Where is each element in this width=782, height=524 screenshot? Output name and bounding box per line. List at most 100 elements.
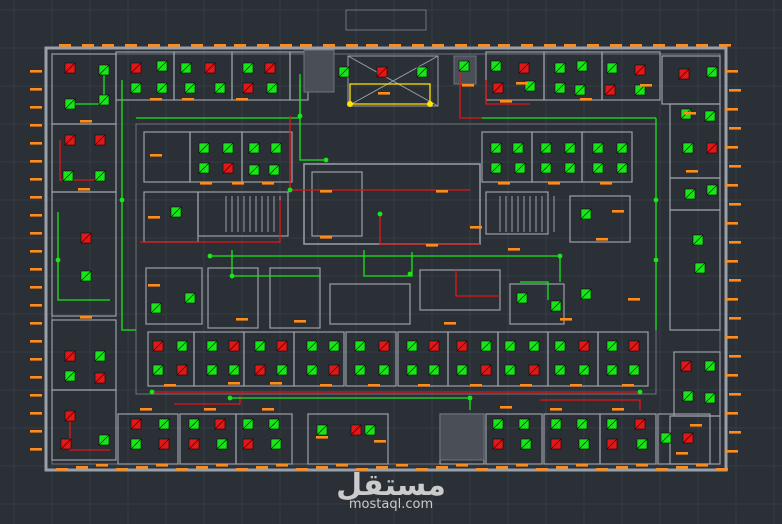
tag-label-orange [30,160,42,163]
room-outline [485,191,549,235]
tag-label-orange [676,452,688,455]
fixture-diagonal [98,434,110,446]
circuit-wire-green [57,212,110,301]
junction-dot [149,389,155,395]
tag-label-orange [716,468,728,471]
fixture-diagonal [554,62,566,74]
tag-label-orange [548,182,560,185]
tag-label-orange [378,92,390,95]
tag-label-orange [191,44,203,47]
room-outline [597,331,649,387]
fixture-diagonal [354,364,366,376]
room-outline [179,413,237,465]
tag-label-orange [726,222,738,225]
tag-label-orange [262,408,274,411]
tag-label-orange [729,89,741,92]
tag-label-orange [30,448,42,451]
tag-label-orange [550,408,562,411]
circuit-wire-red [459,70,482,119]
tag-label-orange [455,44,467,47]
tag-label-orange [600,182,612,185]
annotation-tags [30,44,741,471]
fixture-diagonal [682,432,694,444]
junction-dot [229,273,235,279]
tag-label-orange [500,406,512,409]
fixture-diagonal [592,142,604,154]
tag-label-orange [234,44,246,47]
tag-label-orange [150,98,162,101]
tag-label-orange [148,44,160,47]
junction-dot-yellow [347,101,353,107]
fixture-diagonal [158,418,170,430]
junction-dot-yellow [427,101,433,107]
fixture-diagonal [416,66,428,78]
junction-dot [119,197,125,203]
service-block [439,413,485,461]
tag-label-orange [418,384,430,387]
tag-label-orange [544,44,556,47]
tag-label-orange [82,44,94,47]
fixture-diagonal [152,340,164,352]
tag-label-orange [726,374,738,377]
fixture-diagonal [660,432,672,444]
fixture-diagonal [504,340,516,352]
tag-label-orange [30,88,42,91]
tag-label-orange [200,182,212,185]
tag-label-orange [140,408,152,411]
fixture-diagonal [328,340,340,352]
fixture-diagonal [60,438,72,450]
fixture-diagonal [684,188,696,200]
fixture-diagonal [406,364,418,376]
fixture-diagonal [528,340,540,352]
fixture-diagonal [268,418,280,430]
fixture-diagonal [606,364,618,376]
circuit-wire-red [379,214,480,245]
tag-label-orange [729,393,741,396]
fixture-diagonal [540,142,552,154]
title-block [345,9,427,31]
fixture-diagonal [456,340,468,352]
tag-label-orange [276,464,288,467]
tag-label-orange [726,184,738,187]
tag-label-orange [116,468,128,471]
tag-label-orange [470,384,482,387]
fixture-diagonal [634,418,646,430]
fixture-diagonal [158,438,170,450]
circuit-wire-red [540,399,641,410]
tag-label-orange [696,44,708,47]
fixture-diagonal [130,82,142,94]
fixture-diagonal [350,424,362,436]
room-outline [345,331,397,387]
room-outline [447,331,499,387]
room-outline [51,389,117,461]
fixture-diagonal [306,364,318,376]
tag-label-orange [636,464,648,467]
inner-wall-line [51,53,721,465]
fixture-diagonal [428,340,440,352]
fixture-diagonal [592,162,604,174]
tag-label-orange [729,431,741,434]
fixture-diagonal [550,300,562,312]
fixture-diagonal [456,364,468,376]
room-outline [231,51,291,101]
tag-label-orange [610,44,622,47]
tag-label-orange [653,44,665,47]
tag-label-orange [30,286,42,289]
tag-label-orange [412,44,424,47]
fixture-diagonal [490,142,502,154]
tag-label-orange [560,318,572,321]
fixture-diagonal [254,364,266,376]
fixture-diagonal [184,82,196,94]
fixture-diagonal [604,84,616,96]
tag-label-orange [125,44,137,47]
tag-label-orange [148,284,160,287]
fixture-diagonal [62,170,74,182]
tag-label-orange [726,450,738,453]
fixture-diagonal [616,162,628,174]
tag-label-orange [729,203,741,206]
tag-label-orange [148,216,160,219]
tag-label-orange [320,236,332,239]
tag-label-orange [729,241,741,244]
fixture-diagonal [692,234,704,246]
fixture-diagonal [64,370,76,382]
